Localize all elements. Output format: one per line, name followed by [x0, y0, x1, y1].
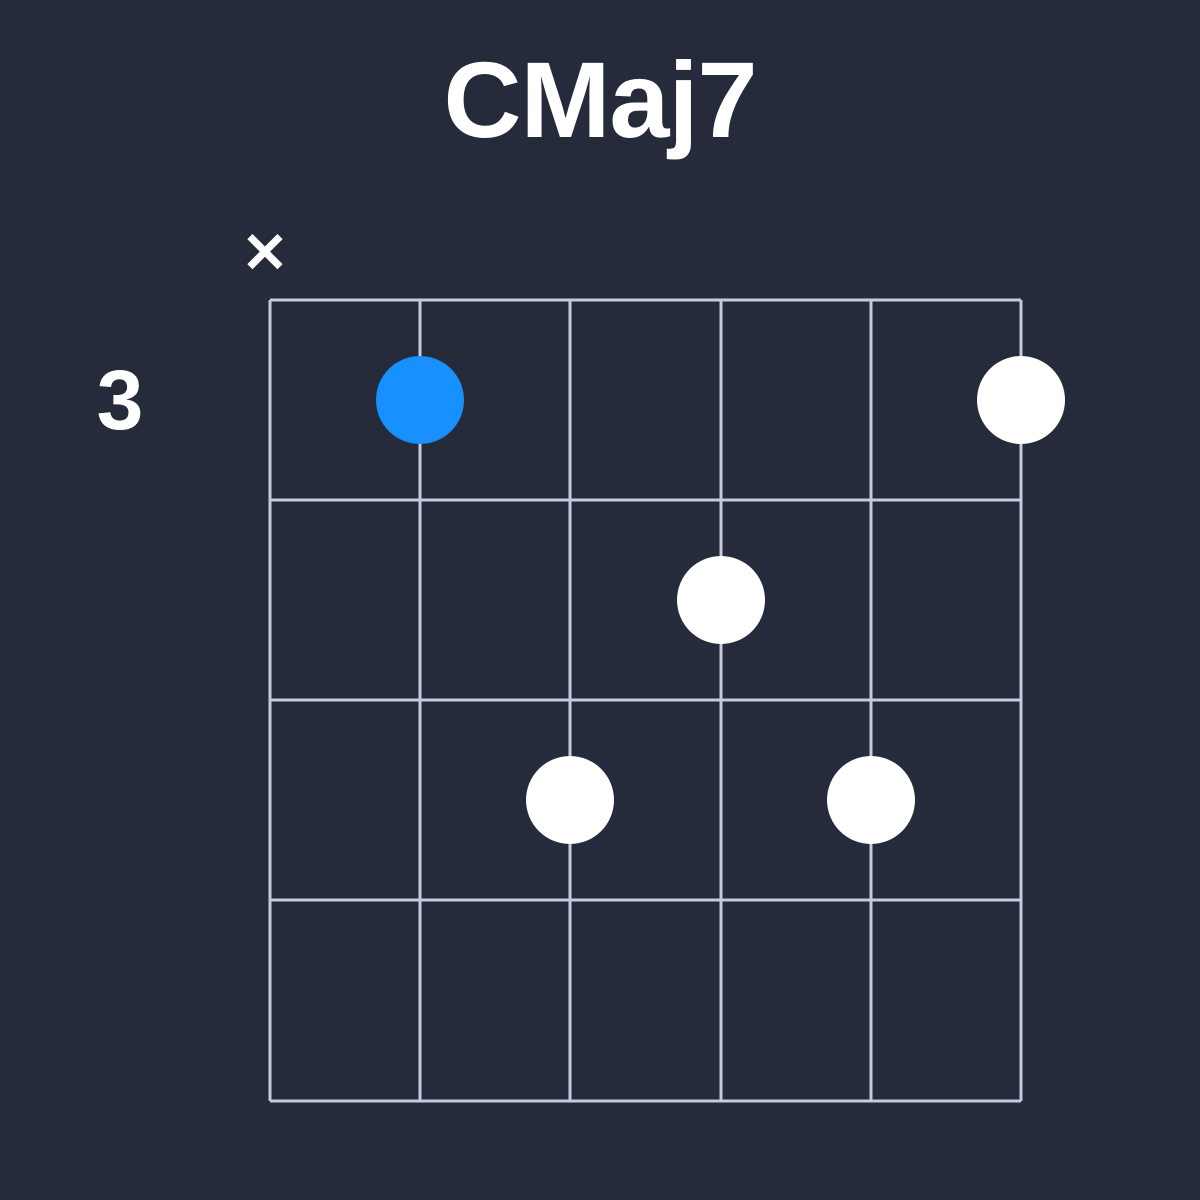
mute-marker-string-1[interactable]: ✕ [241, 221, 289, 284]
finger-dot-string5-fret3[interactable] [827, 756, 915, 844]
finger-dot-string2-fret1[interactable] [376, 356, 464, 444]
finger-dot-string6-fret1[interactable] [977, 356, 1065, 444]
finger-dots [376, 356, 1065, 844]
fret-position-label: 3 [96, 353, 144, 447]
finger-dot-string3-fret3[interactable] [526, 756, 614, 844]
finger-dot-string4-fret2[interactable] [677, 556, 765, 644]
page-title: CMaj7 [443, 39, 757, 160]
